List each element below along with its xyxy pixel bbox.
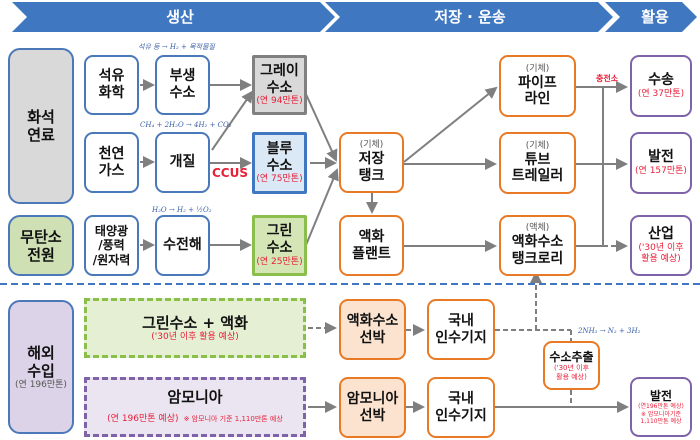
usage-import-power: 발전 (연196만톤 예상) ※ 암모니아기준 1,110만톤 예상 [630,377,692,437]
arrow-gray-tank [304,91,338,162]
process-reforming: 개질 [155,132,210,193]
pipeline: (기체) 파이프 라인 [499,55,576,117]
arrow-reform-gray [211,90,254,151]
equation-electrolysis: H₂O → H₂ + ½O₂ [152,206,212,214]
chevron-usage [605,2,697,32]
usage-import-power-label: 발전 [649,389,673,404]
stage-usage-label: 활용 [641,8,669,26]
ammonia-ship: 암모니아 선박 [339,377,406,438]
usage-power-note: (연 157만톤) [635,166,687,176]
input-petrochem: 석유 화학 [84,55,139,115]
hydrogen-green-label: 그린 수소 [266,223,293,257]
hydrogen-extraction: 수소추출 ('30년 이후 활용 예상) [543,341,600,390]
process-byproduct: 부생 수소 [155,55,210,115]
hydrogen-blue-label: 블루 수소 [266,140,293,174]
input-natural-gas-label: 천연 가스 [98,145,125,179]
liquefaction-plant-label: 액화 플랜트 [352,228,391,262]
usage-industry-label: 산업 [648,226,674,243]
hydrogen-gray-note: (연 94만톤) [256,96,303,107]
tube-trailer-state: (기체) [525,140,550,151]
hydrogen-green: 그린 수소 (연 25만톤) [252,215,307,276]
lh2-tanker-label: 액화수소 탱크로리 [511,234,564,267]
usage-industry-note: ('30년 이후 활용 예상) [638,243,684,264]
hydrogen-blue-note: (연 75만톤) [256,174,303,185]
import-ammonia-label: 암모니아 [167,388,223,407]
input-renewable-label: 태양광 /풍력 /원자력 [92,223,131,267]
arrow-tank-pipeline [403,86,498,163]
domestic-terminal-1-label: 국내 인수기지 [435,312,487,346]
hydrogen-blue: 블루 수소 (연 75만톤) [252,132,307,194]
usage-power: 발전 (연 157만톤) [630,132,692,194]
lh2-tanker-state: (액체) [525,223,550,234]
usage-industry: 산업 ('30년 이후 활용 예상) [630,215,692,276]
import-ammonia-note: (연 196만톤 예상) [107,414,179,425]
lh2-ship-label: 액화수소 선박 [346,312,399,346]
tube-trailer: (기체) 튜브 트레일러 [499,132,576,194]
ammonia-ship-label: 암모니아 선박 [346,390,399,424]
import-ammonia: 암모니아 (연 196만톤 예상) ※ 암모니아 기준 1,110만톤 예상 [84,377,306,437]
storage-tank: (기체) 저장 탱크 [339,132,404,193]
process-electrolysis-label: 수전해 [163,237,202,254]
process-electrolysis: 수전해 [155,215,210,276]
input-renewable: 태양광 /풍력 /원자력 [84,215,139,276]
lh2-ship: 액화수소 선박 [339,299,406,360]
hydrogen-green-note: (연 25만톤) [256,256,303,267]
usage-transport: 수송 (연 37만톤) [630,55,692,117]
pipeline-state: (기체) [525,63,550,74]
hydrogen-gray-label: 그레이 수소 [260,62,299,96]
equation-byproduct: 석유 등 → H₂ + 목적물질 [138,43,215,51]
chevron-storage [325,2,613,32]
stage-production-label: 생산 [166,8,194,26]
charging-station-label: 충전소 [596,74,619,83]
tube-trailer-label: 튜브 트레일러 [511,151,564,185]
usage-transport-label: 수송 [648,72,674,89]
storage-tank-label: 저장 탱크 [358,151,385,184]
source-fossil-fuel: 화석 연료 [8,48,74,204]
source-carbon-free: 무탄소 전원 [8,215,74,276]
liquefaction-plant: 액화 플랜트 [339,215,404,276]
source-fossil-label: 화석 연료 [27,108,55,144]
arrow-green-tank [305,168,339,246]
process-reforming-label: 개질 [169,154,196,171]
usage-import-power-note: (연196만톤 예상) [638,403,684,411]
equation-ammonia: 2NH₃ → N₂ + 3H₂ [578,327,641,335]
usage-power-label: 발전 [648,149,674,166]
domestic-terminal-2: 국내 인수기지 [427,377,495,438]
import-ammonia-note2: ※ 암모니아 기준 1,110만톤 예상 [183,415,283,424]
stage-storage-label: 저장 · 운송 [434,8,506,26]
lh2-tanker: (액체) 액화수소 탱크로리 [499,215,576,276]
source-carbon-free-label: 무탄소 전원 [20,227,62,264]
equation-reforming: CH₄ + 2H₂O → 4H₂ + CO₂ [140,121,232,129]
domestic-terminal-1: 국내 인수기지 [427,299,495,360]
usage-transport-note: (연 37만톤) [637,89,685,99]
source-overseas: 해외 수입 (연 196만톤) [8,300,74,434]
hydrogen-extraction-note: ('30년 이후 활용 예상) [553,364,590,381]
hydrogen-gray: 그레이 수소 (연 94만톤) [252,55,307,115]
usage-import-power-note2: ※ 암모니아기준 1,110만톤 예상 [640,410,682,425]
import-green-liquefied-note: ('30년 이후 활용 예상) [151,331,239,342]
input-natural-gas: 천연 가스 [84,132,139,193]
storage-tank-state: (기체) [359,140,384,151]
source-overseas-label: 해외 수입 [27,343,55,380]
pipeline-label: 파이프 라인 [518,74,557,108]
stage-banner [12,2,697,32]
domestic-terminal-2-label: 국내 인수기지 [435,390,487,424]
source-overseas-note: (연 196만톤) [15,379,67,390]
input-petrochem-label: 석유 화학 [98,68,125,101]
ccus-label: CCUS [212,166,248,180]
hydrogen-extraction-label: 수소추출 [549,349,594,364]
import-green-liquefied-label: 그린수소 + 액화 [142,313,248,332]
process-byproduct-label: 부생 수소 [169,68,196,101]
import-green-liquefied: 그린수소 + 액화 ('30년 이후 활용 예상) [84,298,306,358]
chevron-production [12,2,335,32]
